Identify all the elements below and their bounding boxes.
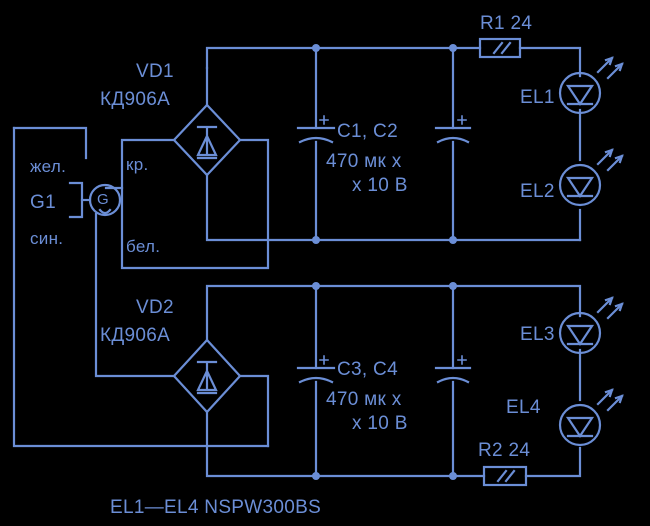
el4-label: EL4: [506, 397, 541, 418]
cap-bottom-value-1: 470 мк х: [326, 389, 402, 410]
capacitor-c4: [434, 366, 472, 384]
led-el3: [558, 296, 624, 355]
el1-label: EL1: [520, 87, 555, 108]
g1-label: G1: [30, 192, 56, 213]
wire-blue-label: син.: [30, 229, 64, 248]
cap-top-value-2: х 10 В: [352, 175, 408, 196]
led-el2: [558, 148, 624, 207]
generator-symbol: G: [97, 191, 109, 208]
cap-bottom-value-2: х 10 В: [352, 413, 408, 434]
wire-red-label: кр.: [126, 155, 149, 174]
vd2-part-label: КД906А: [100, 325, 171, 346]
bridge-vd2-diode: [196, 360, 218, 395]
cap-top-value-1: 470 мк х: [326, 151, 402, 172]
resistor-r1: [478, 37, 522, 59]
vd2-label: VD2: [136, 297, 174, 318]
vd1-part-label: КД906А: [100, 89, 171, 110]
resistor-r1-mark: [492, 41, 512, 55]
capacitor-c1: [296, 126, 336, 144]
led-el1: [558, 56, 624, 115]
vd1-label: VD1: [136, 61, 174, 82]
wire-yellow-label: жел.: [30, 157, 67, 176]
bottom-rail-bottom: [205, 410, 486, 478]
r2-label: R2 24: [478, 440, 531, 461]
top-rail-1: [205, 46, 482, 70]
top-rail-2: [518, 46, 582, 78]
c34-label: C3, C4: [337, 359, 398, 380]
wire-white-label: бел.: [126, 237, 161, 256]
el2-label: EL2: [520, 181, 555, 202]
led-el4: [558, 388, 624, 447]
capacitor-c3: [296, 366, 336, 384]
c12-label: C1, C2: [337, 121, 398, 142]
top-rail-bottom: [205, 284, 582, 342]
resistor-r2: [482, 465, 528, 487]
el3-label: EL3: [520, 324, 555, 345]
ac-loop-vd1: [120, 138, 270, 270]
r1-label: R1 24: [480, 13, 533, 34]
caption: EL1—EL4 NSPW300BS: [110, 497, 322, 518]
bridge-vd1-diode: [196, 125, 218, 160]
capacitor-c2: [434, 126, 472, 144]
